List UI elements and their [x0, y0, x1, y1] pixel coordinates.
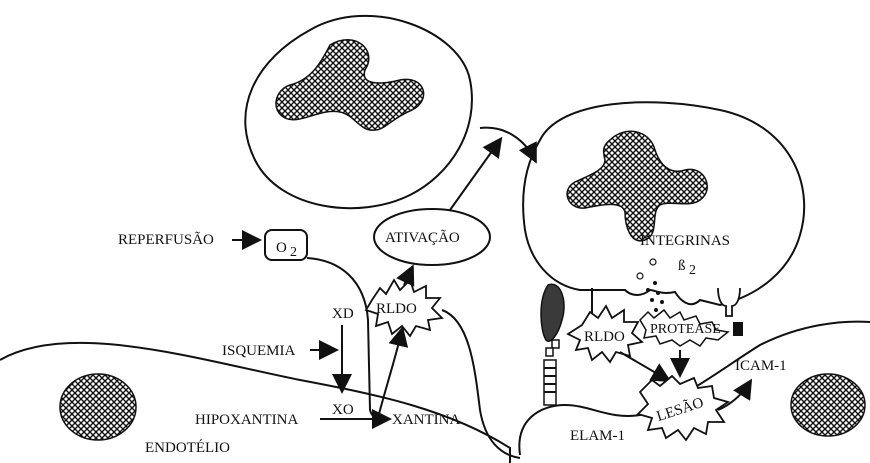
- neutrophil-activated-nucleus: [567, 131, 707, 241]
- rldo-to-lesao-arrow: [620, 352, 668, 380]
- secretion-granules: [637, 259, 664, 312]
- adhesion-molecule-black: [541, 284, 564, 341]
- beta2-label: ß: [678, 258, 686, 274]
- elam1-label: ELAM-1: [570, 428, 625, 444]
- endothelium-nucleus-right: [791, 374, 865, 436]
- isquemia-label: ISQUEMIA: [222, 343, 295, 359]
- adhesion-connector-1: [552, 340, 559, 348]
- rldo-left-to-endothelium-line: [442, 310, 520, 458]
- rldo-right-label: RLDO: [584, 329, 625, 345]
- xd-label: XD: [332, 306, 354, 322]
- endotelio-label: ENDOTÉLIO: [145, 439, 230, 456]
- icam1-label: ICAM-1: [735, 358, 787, 374]
- ativacao-label: ATIVAÇÃO: [385, 230, 460, 246]
- reperfusao-label: REPERFUSÃO: [118, 232, 214, 248]
- o2-label: O: [276, 240, 287, 256]
- xo-label: XO: [332, 402, 354, 418]
- xo-to-rldo-arrow: [378, 330, 402, 418]
- beta2-subscript: 2: [689, 263, 696, 278]
- protease-label: PROTEASE: [650, 322, 721, 337]
- integrinas-label: INTEGRINAS: [640, 233, 730, 249]
- endothelium-nucleus-left: [60, 374, 136, 440]
- adhesion-connector-2: [546, 348, 553, 356]
- icam-receptor-block: [733, 322, 743, 336]
- hipoxantina-label: HIPOXANTINA: [195, 412, 298, 428]
- rldo-left-label: RLDO: [376, 301, 417, 317]
- o2-subscript: 2: [290, 245, 297, 260]
- elam-receptor-striped: [544, 360, 556, 405]
- xantina-label: XANTINA: [392, 412, 460, 428]
- integrin-receptor-right: [718, 288, 740, 316]
- neutrophil-inactive-nucleus: [276, 40, 424, 130]
